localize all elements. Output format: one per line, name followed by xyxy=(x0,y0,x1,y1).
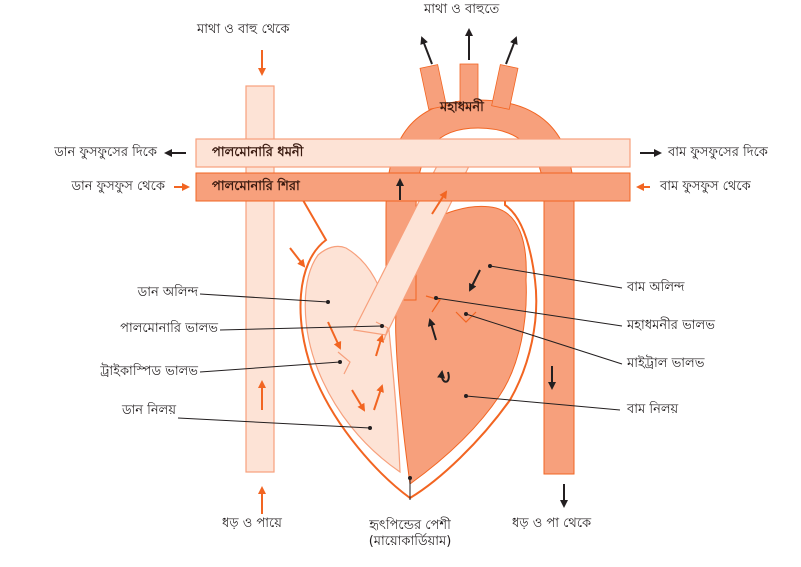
label-from-head-arms: মাথা ও বাহু থেকে xyxy=(197,22,289,38)
label-tricuspid-valve: ট্রাইকাস্পিড ভালভ xyxy=(100,364,198,380)
label-myocardium: হৃৎপিন্ডের পেশী (মায়োকার্ডিয়াম) xyxy=(340,518,480,550)
label-to-right-lung: ডান ফুসফুসের দিকে xyxy=(54,145,157,161)
label-left-atrium: বাম অলিন্দ xyxy=(627,280,684,296)
label-left-ventricle: বাম নিলয় xyxy=(627,402,678,418)
label-aortic-valve: মহাধমনীর ভালভ xyxy=(627,318,715,334)
label-from-right-lung: ডান ফুসফুস থেকে xyxy=(71,179,165,195)
pulmonary-artery-label: পালমোনারি ধমনী xyxy=(212,145,303,161)
label-to-body-legs: ধড় ও পায়ে xyxy=(222,516,282,532)
label-myocardium-line1: হৃৎপিন্ডের পেশী xyxy=(340,518,480,534)
aorta-label: মহাধমনী xyxy=(440,100,484,116)
label-to-head-arms: মাথা ও বাহুতে xyxy=(424,2,499,18)
aorta-branch-3 xyxy=(492,65,518,110)
label-from-left-lung: বাম ফুসফুস থেকে xyxy=(660,179,751,195)
label-right-atrium: ডান অলিন্দ xyxy=(138,285,198,301)
pulmonary-vein-label: পালমোনারি শিরা xyxy=(212,179,300,195)
label-mitral-valve: মাইট্রাল ভালভ xyxy=(627,356,704,372)
label-pulmonary-valve: পালমোনারি ভালভ xyxy=(120,321,218,337)
label-to-left-lung: বাম ফুসফুসের দিকে xyxy=(668,145,768,161)
label-right-ventricle: ডান নিলয় xyxy=(122,403,176,419)
label-from-body-legs: ধড় ও পা থেকে xyxy=(512,516,591,532)
label-myocardium-line2: (মায়োকার্ডিয়াম) xyxy=(340,534,480,550)
